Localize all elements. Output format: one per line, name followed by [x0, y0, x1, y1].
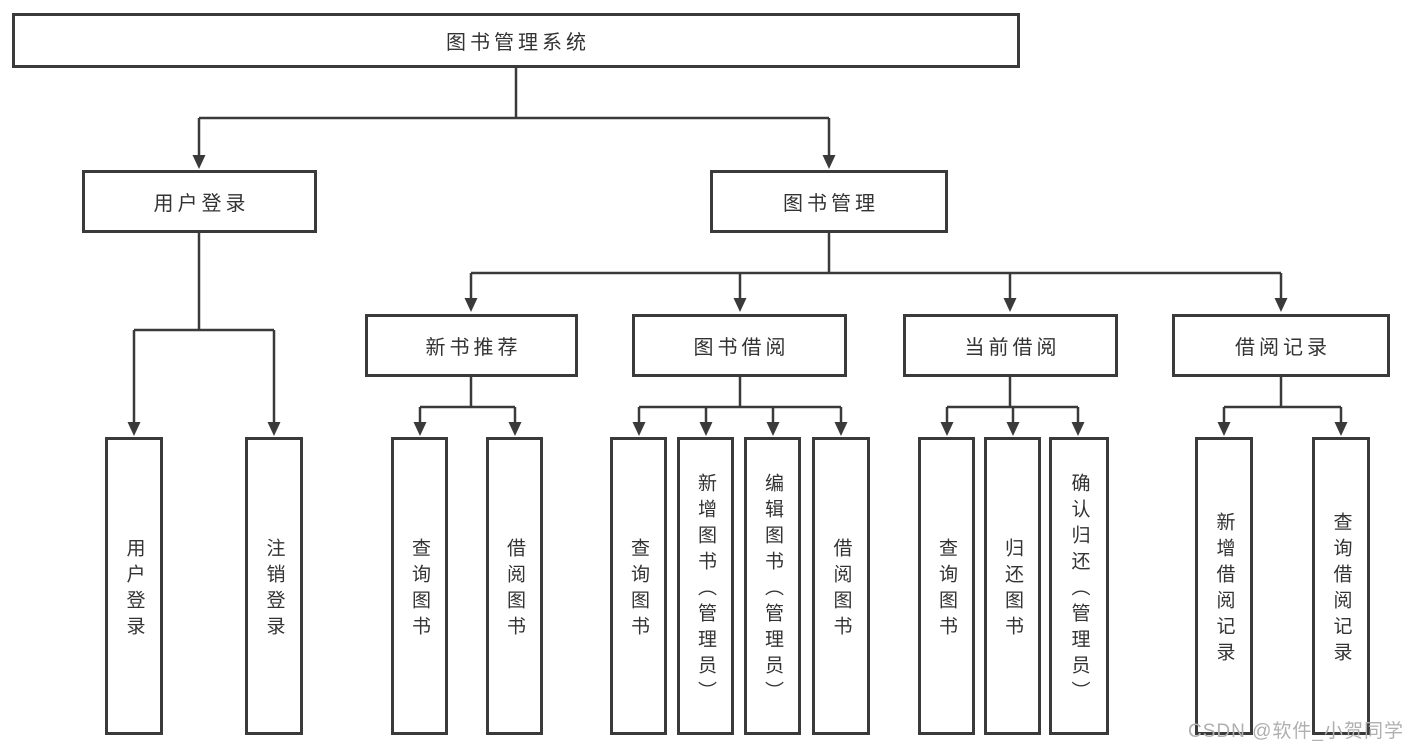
leaf-query-borrow-record: 查询借阅记录	[1312, 437, 1370, 735]
node-new-book-recommendation: 新书推荐	[365, 314, 578, 377]
leaf-add-books-admin: 新增图书（管理员）	[677, 437, 734, 735]
node-user-login-label: 用户登录	[153, 193, 250, 215]
node-borrowing-records-label: 借阅记录	[1235, 337, 1331, 359]
root-node-label: 图书管理系统	[446, 32, 590, 54]
node-book-borrowing-label: 图书借阅	[693, 337, 790, 359]
leaf-user-login: 用户登录	[105, 437, 163, 735]
node-new-book-recommendation-label: 新书推荐	[425, 337, 522, 359]
leaf-borrow-books: 借阅图书	[812, 437, 870, 735]
leaf-edit-books-admin: 编辑图书（管理员）	[744, 437, 801, 735]
leaf-add-borrow-record: 新增借阅记录	[1195, 437, 1253, 735]
leaf-query-books-borrowing: 查询图书	[610, 437, 667, 735]
node-borrowing-records: 借阅记录	[1172, 314, 1390, 377]
node-current-borrowing-label: 当前借阅	[964, 337, 1061, 359]
leaf-borrow-books-recommend: 借阅图书	[486, 437, 543, 735]
leaf-confirm-return-admin: 确认归还（管理员）	[1049, 437, 1109, 735]
root-node-library-management-system: 图书管理系统	[12, 13, 1020, 68]
node-current-borrowing: 当前借阅	[903, 314, 1118, 377]
leaf-return-books: 归还图书	[984, 437, 1041, 735]
node-book-management: 图书管理	[710, 170, 948, 233]
node-book-borrowing: 图书借阅	[632, 314, 847, 377]
csdn-watermark: CSDN @软件_小贺同学	[1188, 721, 1404, 742]
node-user-login: 用户登录	[82, 170, 317, 233]
leaf-logout: 注销登录	[245, 437, 303, 735]
leaf-query-books-current: 查询图书	[918, 437, 975, 735]
node-book-management-label: 图书管理	[783, 193, 879, 215]
leaf-query-books-recommend: 查询图书	[391, 437, 448, 735]
